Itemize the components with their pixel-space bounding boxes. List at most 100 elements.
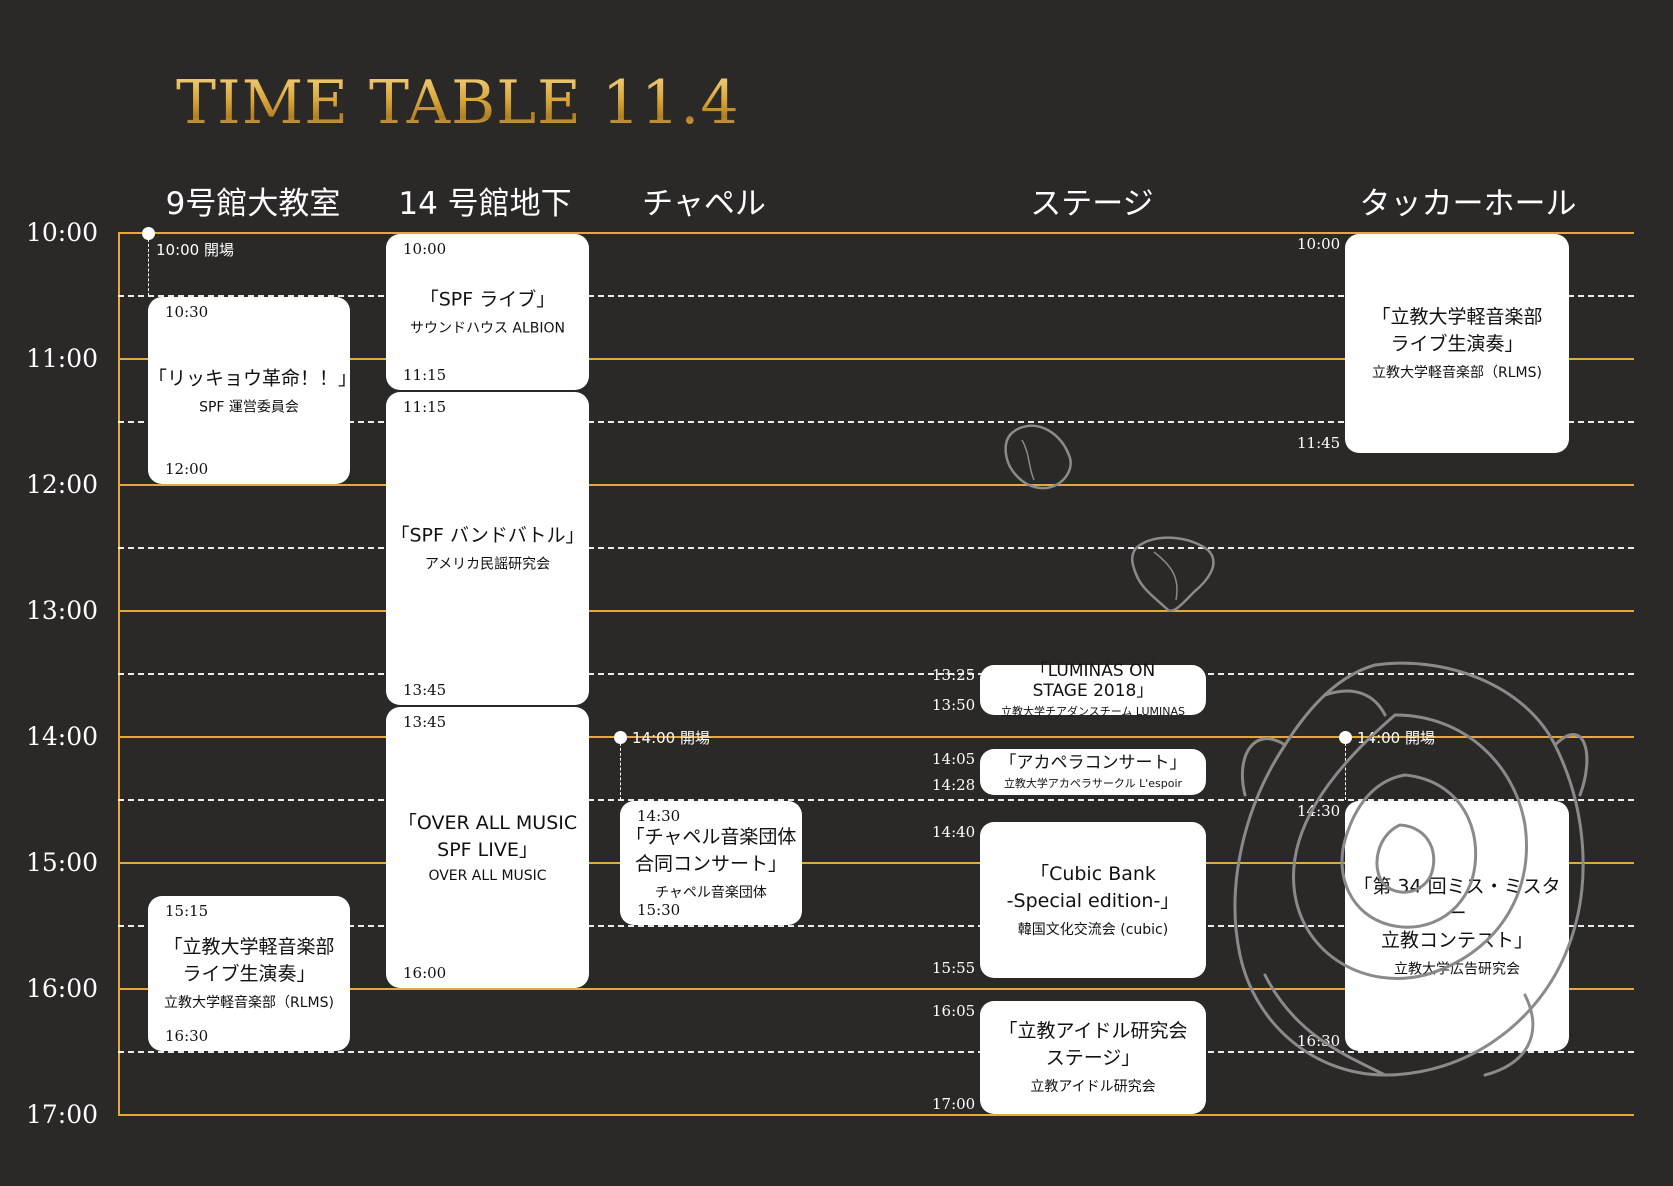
half-hour-line <box>118 673 1634 675</box>
event-title: 「Cubic Bank -Special edition-」 <box>1006 862 1180 912</box>
event-end-time: 16:00 <box>403 964 447 982</box>
opening-connector <box>1345 743 1346 800</box>
event-start-time: 14:05 <box>932 749 976 768</box>
event-block: 10:00 11:15 「SPF ライブ」サウンドハウス ALBION <box>386 234 589 390</box>
opening-label: 10:00 開場 <box>156 241 234 259</box>
event-start-time: 14:30 <box>1297 802 1341 820</box>
event-block: 「アカペラコンサート」立教大学アカペラサークル L'espoir <box>980 748 1206 795</box>
opening-marker <box>614 731 627 744</box>
opening-connector <box>620 743 621 800</box>
event-organizer: SPF 運営委員会 <box>199 399 299 415</box>
hour-label: 11:00 <box>26 343 99 373</box>
event-end-time: 16:30 <box>165 1027 209 1045</box>
event-start-time: 14:30 <box>637 807 681 825</box>
half-hour-line <box>118 1051 1634 1053</box>
half-hour-line <box>118 295 1634 297</box>
event-start-time: 15:15 <box>165 901 209 920</box>
event-title: 「アカペラコンサート」 <box>999 752 1187 773</box>
event-body: 「アカペラコンサート」立教大学アカペラサークル L'espoir <box>980 753 1206 791</box>
event-organizer: 立教大学軽音楽部（RLMS) <box>1372 365 1542 382</box>
event-body: 「Cubic Bank -Special edition-」韓国文化交流会 (c… <box>980 861 1206 939</box>
event-end-time: 13:50 <box>932 696 976 714</box>
hour-label: 17:00 <box>26 1099 99 1129</box>
event-title: 「OVER ALL MUSIC SPF LIVE」 <box>397 812 578 862</box>
event-organizer: OVER ALL MUSIC <box>428 868 547 885</box>
venue-header: 14 号館地下 <box>398 186 572 222</box>
event-body: 「立教アイドル研究会 ステージ」立教アイドル研究会 <box>980 1018 1206 1096</box>
event-start-time: 13:25 <box>932 665 976 684</box>
hour-label: 15:00 <box>26 847 99 877</box>
event-organizer: チャペル音楽団体 <box>655 885 767 901</box>
hour-label: 16:00 <box>26 973 99 1003</box>
half-hour-line <box>118 547 1634 549</box>
event-title: 「第 34 回ミス・ミスター 立教コンテスト」 <box>1353 875 1561 952</box>
event-block: 「立教大学軽音楽部 ライブ生演奏」立教大学軽音楽部（RLMS) <box>1345 234 1569 453</box>
hour-line <box>118 610 1634 612</box>
event-end-time: 13:45 <box>403 680 447 699</box>
event-start-time: 11:15 <box>403 397 447 416</box>
event-organizer: 立教大学チアダンスチーム LUMINAS <box>1000 704 1186 718</box>
event-title: 「SPF ライブ」 <box>419 288 556 311</box>
event-start-time: 10:00 <box>403 240 447 258</box>
event-end-time: 11:15 <box>403 365 447 384</box>
event-title: 「立教大学軽音楽部 ライブ生演奏」 <box>163 936 335 986</box>
hour-label: 12:00 <box>26 469 99 499</box>
hour-line <box>118 1114 1634 1116</box>
hour-line <box>118 484 1634 486</box>
event-organizer: 立教アイドル研究会 <box>1030 1079 1156 1096</box>
hour-label: 13:00 <box>26 595 99 625</box>
event-organizer: 立教大学広告研究会 <box>1394 961 1520 978</box>
event-block: 「立教アイドル研究会 ステージ」立教アイドル研究会 <box>980 1000 1206 1114</box>
event-body: 「OVER ALL MUSIC SPF LIVE」 OVER ALL MUSIC <box>386 810 589 884</box>
event-title: 「SPF バンドバトル」 <box>390 524 585 547</box>
event-block: 10:30 12:00 「リッキョウ革命！！」SPF 運営委員会 <box>148 297 357 484</box>
hour-line <box>118 862 1634 864</box>
event-block: 14:30 15:30「チャペル音楽団体 合同コンサート」チャペル音楽団体 <box>620 801 802 925</box>
venue-header: 9号館大教室 <box>165 186 341 222</box>
event-start-time: 10:00 <box>1297 235 1341 253</box>
event-start-time: 16:05 <box>932 1001 976 1020</box>
petal-decoration-2 <box>1131 536 1215 613</box>
half-hour-line <box>118 925 1634 927</box>
event-block: 11:15 13:45 「SPF バンドバトル」アメリカ民謡研究会 <box>386 391 589 705</box>
half-hour-line <box>118 421 1634 423</box>
event-start-time: 13:45 <box>403 712 447 731</box>
event-body: 「LUMINAS ON STAGE 2018」立教大学チアダンスチーム LUMI… <box>980 661 1206 719</box>
event-organizer: アメリカ民謡研究会 <box>424 556 551 573</box>
event-end-time: 15:30 <box>637 901 681 919</box>
petal-decoration <box>1004 424 1072 490</box>
opening-label: 14:00 開場 <box>1357 729 1435 747</box>
hour-label: 14:00 <box>26 721 99 751</box>
event-body: 「立教大学軽音楽部 ライブ生演奏」立教大学軽音楽部（RLMS) <box>1345 304 1569 382</box>
event-block: 「LUMINAS ON STAGE 2018」立教大学チアダンスチーム LUMI… <box>980 661 1206 718</box>
opening-marker <box>142 227 155 240</box>
event-end-time: 15:55 <box>932 958 976 977</box>
opening-label: 14:00 開場 <box>632 729 710 747</box>
event-body: 「リッキョウ革命！！」SPF 運営委員会 <box>148 365 357 416</box>
event-organizer: サウンドハウス ALBION <box>409 320 566 337</box>
event-end-time: 12:00 <box>165 460 209 478</box>
poster-title: TIME TABLE 11.4 <box>176 68 740 138</box>
venue-header: タッカーホール <box>1359 186 1577 222</box>
opening-connector <box>148 239 149 296</box>
event-body: 「チャペル音楽団体 合同コンサート」チャペル音楽団体 <box>620 824 802 902</box>
event-start-time: 10:30 <box>165 303 209 321</box>
hour-line <box>118 232 1634 234</box>
event-body: 「第 34 回ミス・ミスター 立教コンテスト」立教大学広告研究会 <box>1345 874 1569 979</box>
hour-line <box>118 988 1634 990</box>
event-end-time: 14:28 <box>932 775 976 794</box>
event-body: 「SPF バンドバトル」アメリカ民謡研究会 <box>386 523 589 574</box>
event-end-time: 16:30 <box>1297 1032 1341 1050</box>
hour-line <box>118 358 1634 360</box>
event-end-time: 17:00 <box>932 1095 976 1113</box>
event-title: 「立教大学軽音楽部 ライブ生演奏」 <box>1371 306 1543 356</box>
half-hour-line <box>118 799 1634 801</box>
event-organizer: 韓国文化交流会 (cubic) <box>1017 921 1169 938</box>
event-end-time: 11:45 <box>1297 433 1341 452</box>
event-start-time: 14:40 <box>932 823 976 841</box>
event-title: 「LUMINAS ON STAGE 2018」 <box>1030 660 1156 701</box>
venue-header: ステージ <box>1030 186 1154 222</box>
event-body: 「SPF ライブ」サウンドハウス ALBION <box>386 286 589 337</box>
